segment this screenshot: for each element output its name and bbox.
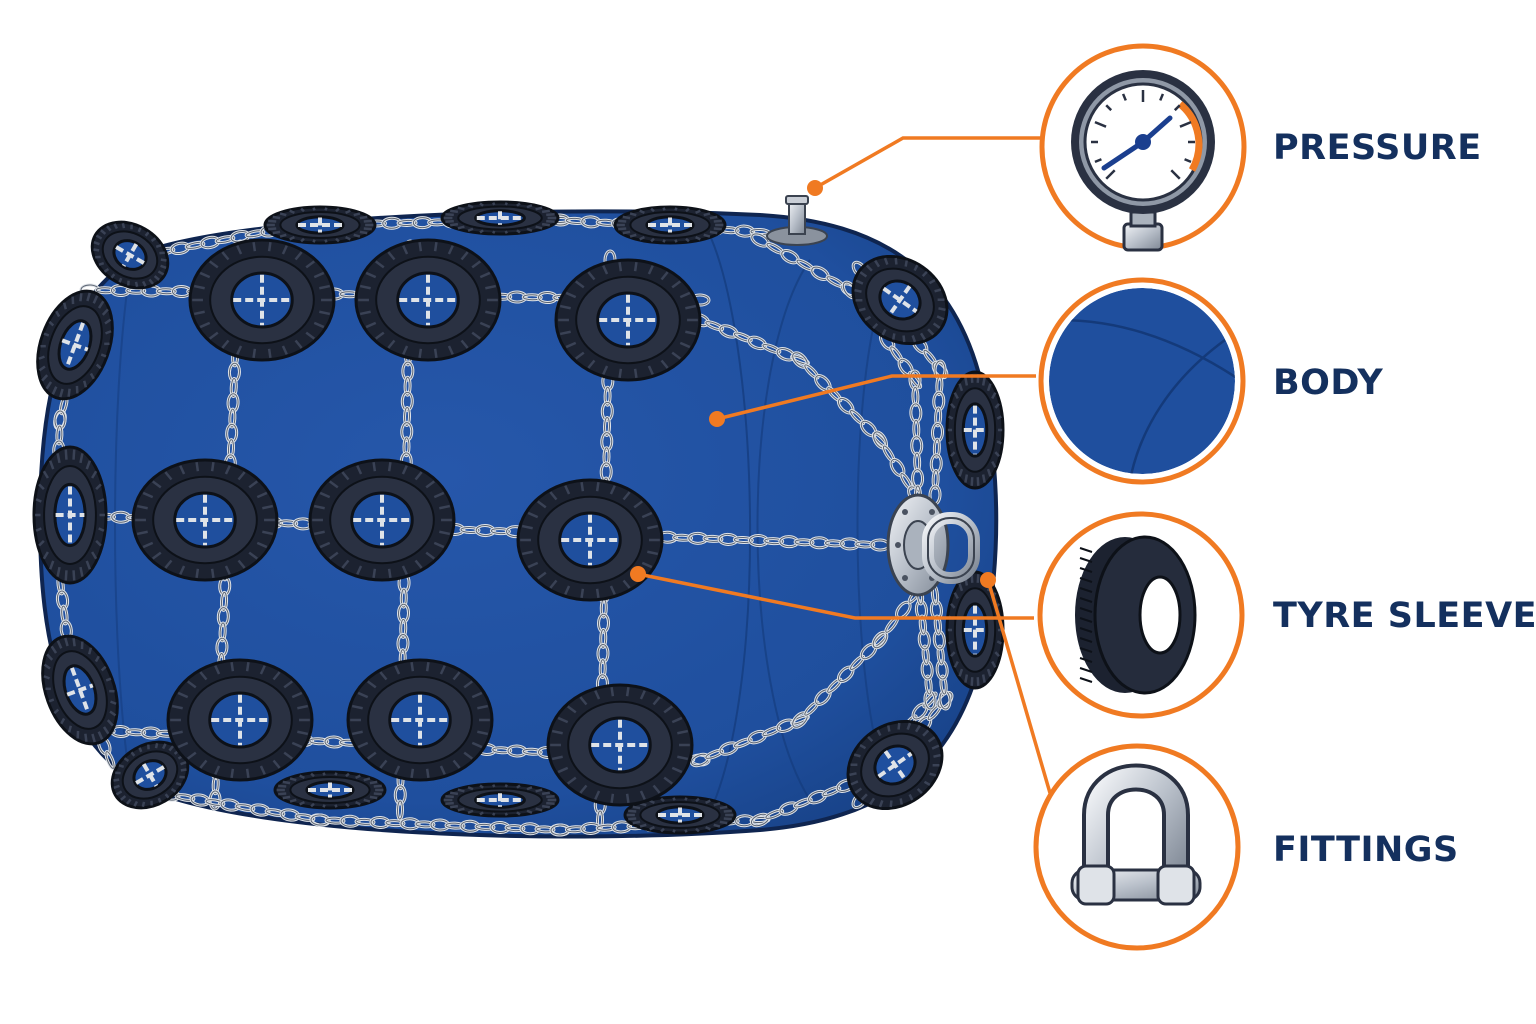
tyre-net (32, 200, 1005, 835)
fittings-leader-line (986, 579, 1052, 794)
tyre (945, 570, 1005, 690)
tyre (36, 289, 114, 401)
tyre (41, 634, 119, 746)
leader-dots (630, 180, 996, 588)
tyre (623, 795, 737, 835)
pressure-gauge-icon (1071, 70, 1215, 252)
tyre-sleeve-label: TYRE SLEEVE (1273, 596, 1536, 636)
tyre (166, 658, 314, 782)
fittings-label: FITTINGS (1273, 830, 1459, 870)
body-callout (1038, 277, 1246, 485)
chain (689, 312, 810, 366)
leader-lines (637, 136, 1052, 794)
tyre (554, 258, 702, 382)
fittings-callout (1033, 743, 1241, 951)
valve (766, 195, 828, 246)
tyre (32, 445, 108, 585)
body-leader-line (716, 374, 1036, 421)
pressure-callout (1039, 43, 1247, 252)
chain (928, 359, 947, 506)
chain (791, 631, 889, 729)
tyre (945, 370, 1005, 490)
pressure-label: PRESSURE (1273, 128, 1482, 168)
tyre (263, 205, 377, 245)
tyre (131, 458, 279, 582)
tyre-callout (1037, 511, 1245, 719)
chain (749, 774, 870, 828)
pressure-leader-line (814, 136, 1040, 190)
tyre (273, 770, 387, 810)
tyre (546, 683, 694, 807)
tyre-icon (1075, 535, 1197, 695)
tyre (846, 719, 944, 811)
tyre (110, 740, 190, 810)
blue-body-material-icon (1049, 288, 1235, 474)
tyre-leader-line (637, 572, 1034, 620)
shackle-icon (1070, 763, 1202, 906)
tyre (440, 782, 560, 818)
tyre (851, 254, 949, 346)
body-label: BODY (1273, 363, 1384, 403)
shackle (922, 512, 980, 584)
tyre (90, 220, 170, 290)
tyre (613, 205, 727, 245)
tyre (308, 458, 456, 582)
tyre (440, 200, 560, 236)
tyre (516, 478, 664, 602)
tyre (188, 238, 336, 362)
tyre (354, 238, 502, 362)
fender-illustration (32, 195, 1005, 839)
tyre (346, 658, 494, 782)
